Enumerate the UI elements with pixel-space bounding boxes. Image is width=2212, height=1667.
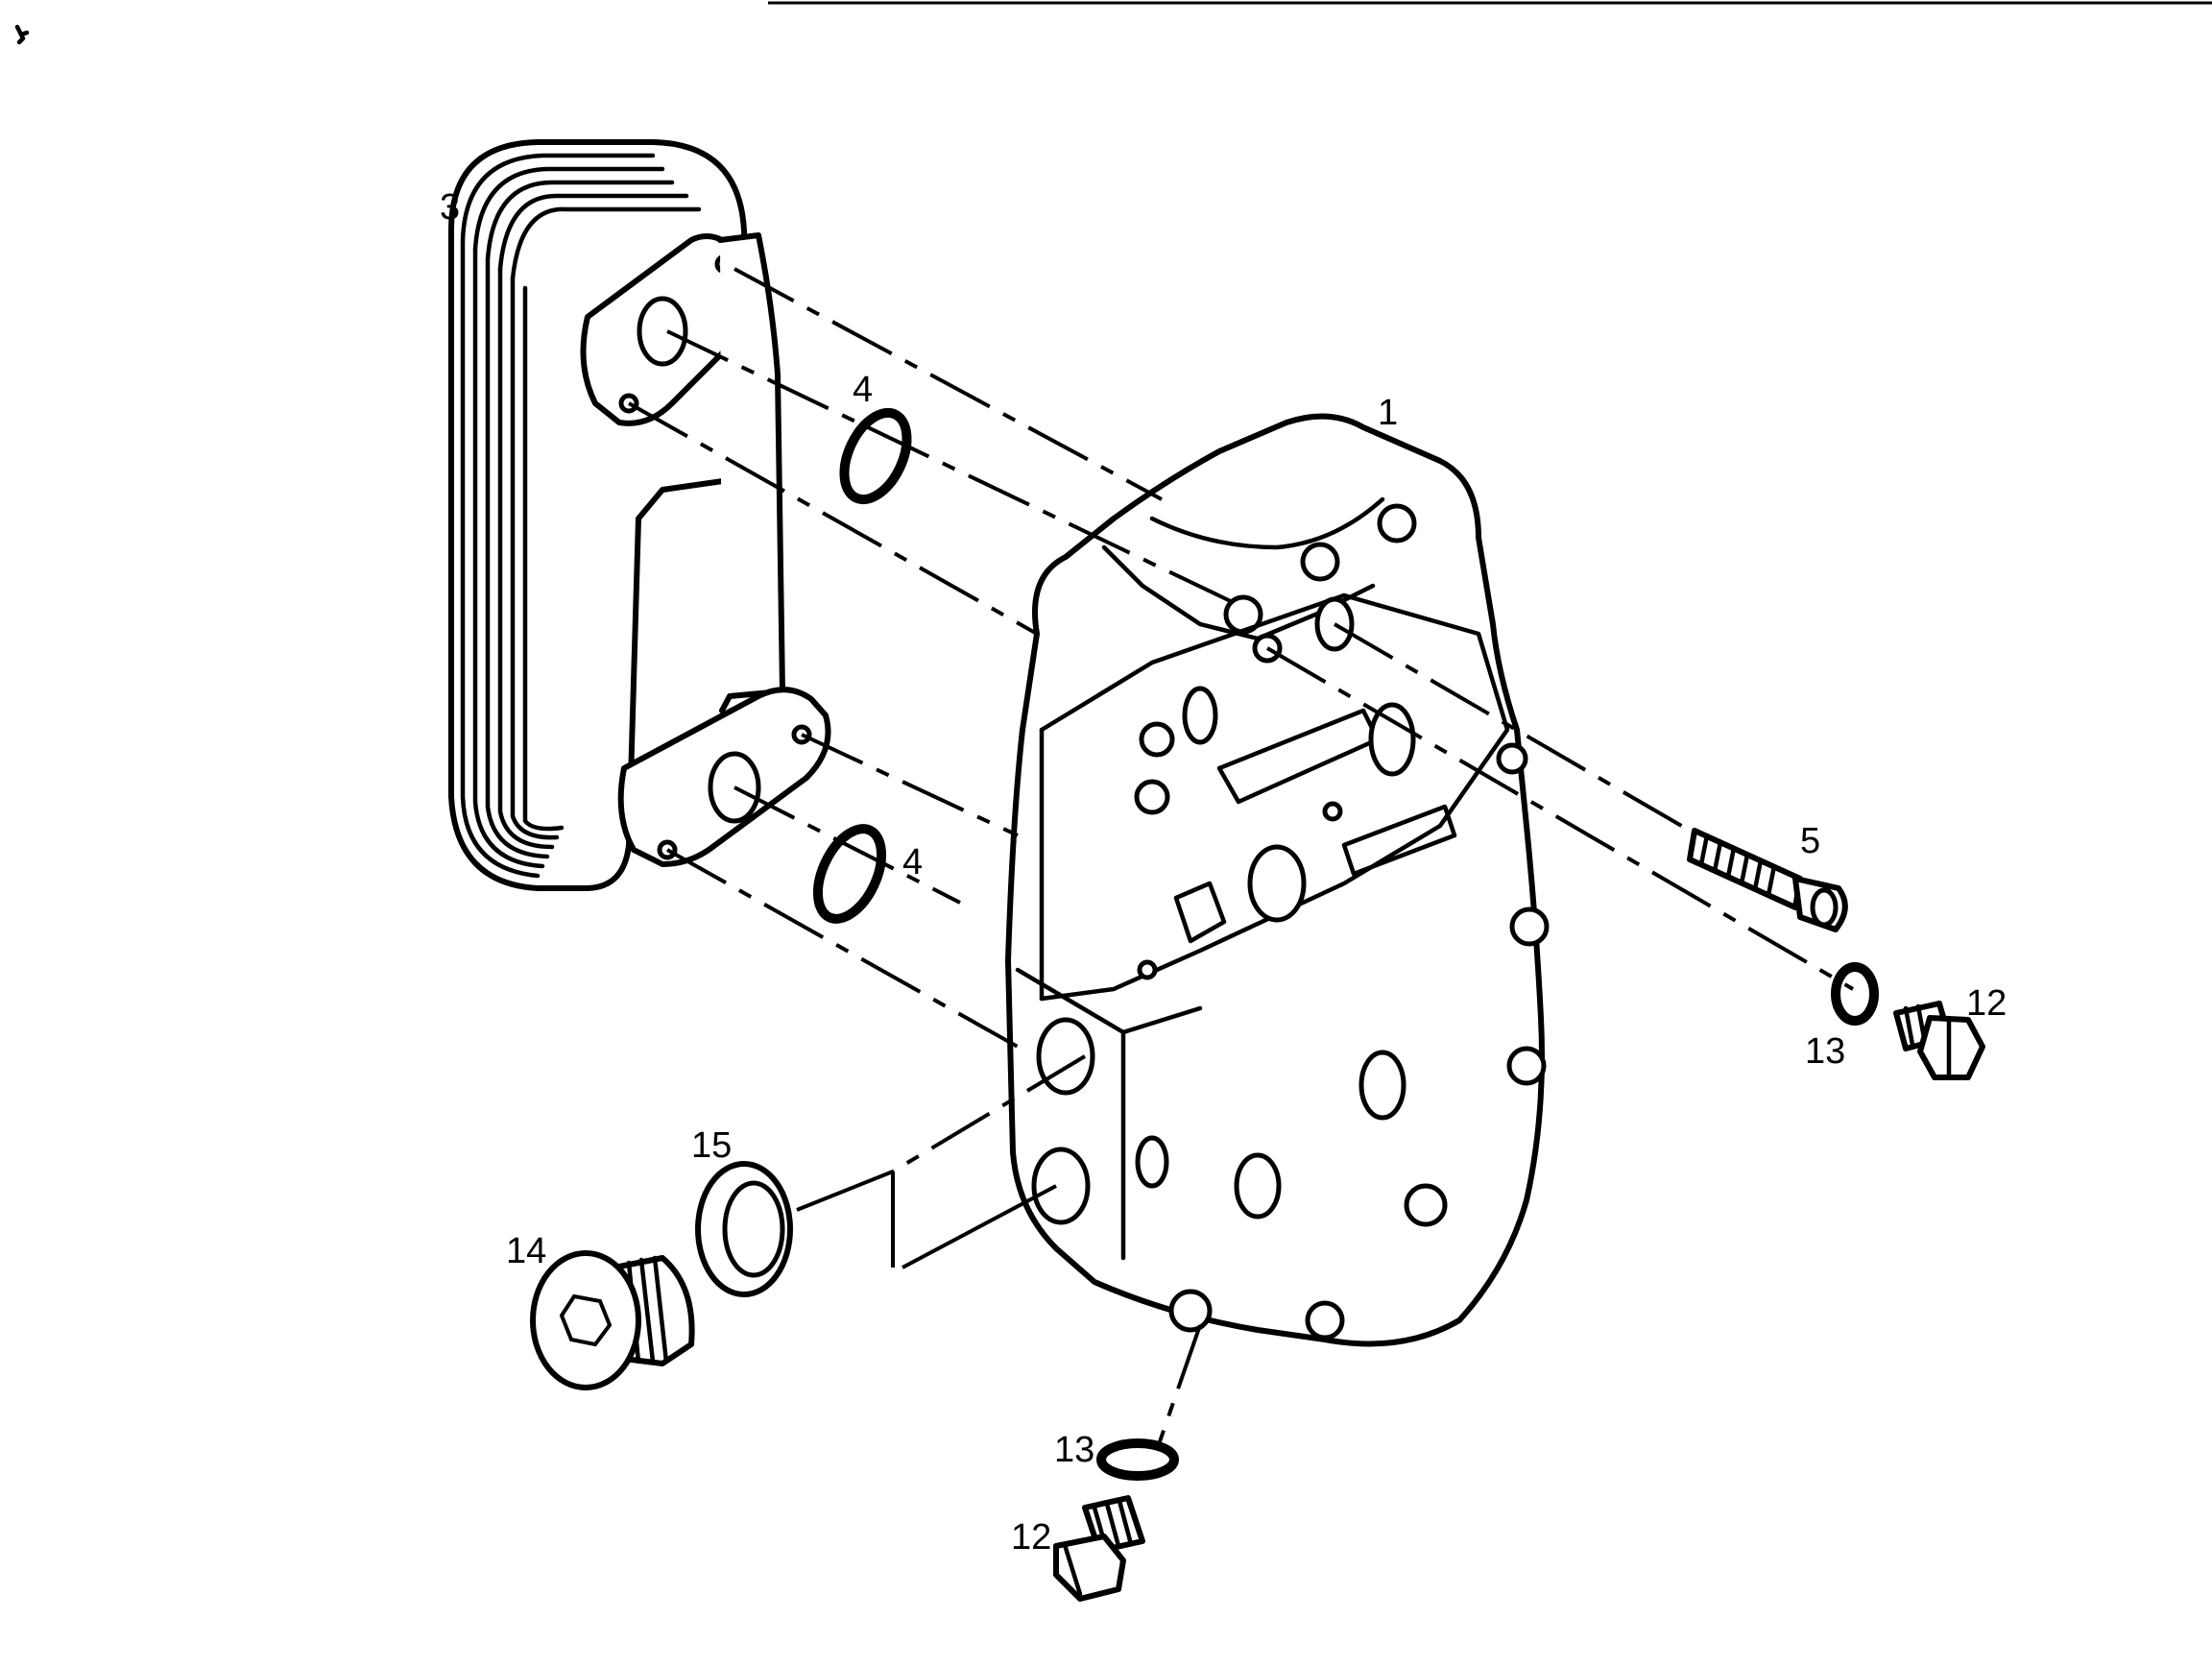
part-plug-screw-bottom	[1053, 1495, 1145, 1602]
label-12-right: 12	[1966, 983, 2007, 1024]
part-o-ring-upper	[839, 407, 912, 505]
part-screw	[1687, 828, 1848, 932]
part-plug-screw-right	[1893, 1001, 1985, 1080]
part-screw-plug	[530, 1250, 695, 1390]
label-12-bottom: 12	[1011, 1517, 1051, 1558]
label-1: 1	[1378, 393, 1398, 433]
label-3: 3	[440, 187, 460, 228]
callout-labels: 1 3 4 4 5 12 12 13 13 14 15	[440, 187, 2007, 1558]
scan-mark	[14, 24, 30, 45]
label-13-bottom: 13	[1054, 1430, 1094, 1470]
label-15: 15	[691, 1125, 732, 1166]
part-seal-washer-right	[1831, 962, 1879, 1026]
label-4-upper: 4	[853, 370, 873, 410]
label-5: 5	[1800, 821, 1820, 861]
label-14: 14	[506, 1231, 546, 1271]
part-housing	[1005, 413, 1550, 1347]
assembly-lines	[628, 267, 1855, 1451]
label-4-lower: 4	[902, 842, 923, 882]
part-sealing-ring	[695, 1161, 793, 1297]
part-o-ring-lower	[812, 824, 887, 924]
label-13-right: 13	[1805, 1031, 1845, 1072]
part-seal-washer-bottom	[1096, 1438, 1179, 1481]
part-oil-cooler	[448, 139, 831, 891]
